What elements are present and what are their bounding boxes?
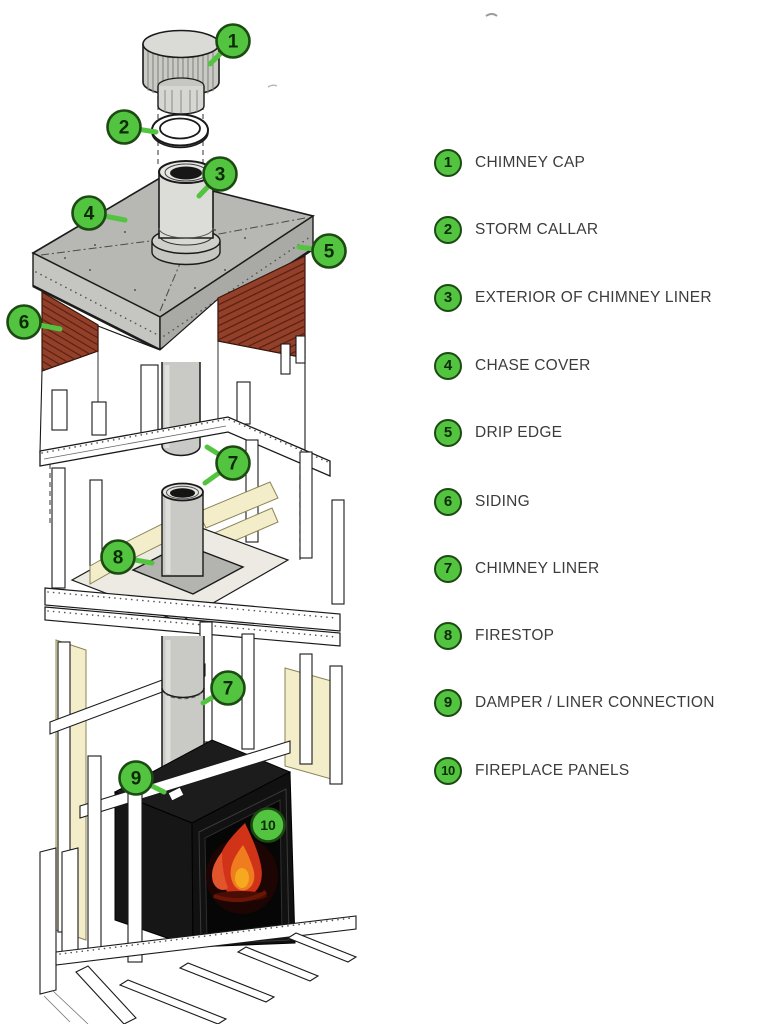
front-framing bbox=[79, 740, 291, 963]
callout-badge-1 bbox=[215, 23, 251, 59]
floor-joists bbox=[39, 847, 358, 1024]
callout-badge-5 bbox=[311, 233, 347, 269]
callout-badge-number: 6 bbox=[19, 313, 30, 334]
callout-layer: 1 2 3 4 5 6 7 8 7 9 10 bbox=[6, 23, 347, 843]
callout-badge-number: 7 bbox=[228, 454, 239, 475]
callout-badge-6 bbox=[6, 304, 42, 340]
callout-badge-8 bbox=[100, 539, 136, 575]
fire-flames bbox=[212, 823, 268, 903]
callout-badge-7 bbox=[210, 670, 246, 706]
callout-badge-number: 4 bbox=[84, 204, 95, 225]
callout-badge-number: 9 bbox=[131, 769, 142, 790]
callout-badge-4 bbox=[71, 195, 107, 231]
liner-exterior bbox=[151, 160, 221, 266]
callout-badge-number: 10 bbox=[260, 817, 276, 833]
callout-badge-7 bbox=[215, 445, 251, 481]
scan-artifact bbox=[485, 13, 498, 17]
chimney-liner-mid bbox=[161, 482, 204, 577]
callout-badge-number: 7 bbox=[223, 679, 234, 700]
callout-badge-3 bbox=[202, 156, 238, 192]
callout-badge-9 bbox=[118, 760, 154, 796]
callout-badge-number: 8 bbox=[113, 548, 124, 569]
hanging-studs bbox=[51, 335, 306, 436]
ceiling-joists bbox=[39, 416, 331, 477]
callout-badge-number: 3 bbox=[215, 165, 226, 186]
callout-badge-10 bbox=[250, 807, 286, 843]
callout-badge-number: 2 bbox=[119, 118, 130, 139]
callout-badge-number: 1 bbox=[228, 32, 239, 53]
scan-artifact bbox=[267, 84, 278, 88]
callout-badge-number: 5 bbox=[324, 242, 335, 263]
floor-band bbox=[44, 587, 341, 647]
callout-badge-2 bbox=[106, 109, 142, 145]
storm-collar bbox=[151, 113, 209, 149]
chimney-cap bbox=[142, 29, 220, 115]
